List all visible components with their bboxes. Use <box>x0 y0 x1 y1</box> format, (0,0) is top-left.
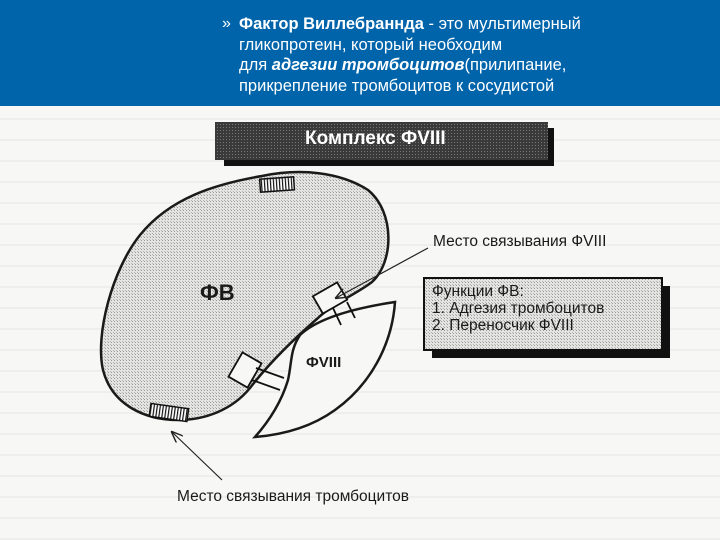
definition-term: Фактор Виллебраннда <box>239 15 424 33</box>
platelet-binding-site-label: Место связывания тромбоцитов <box>177 488 409 505</box>
definition-line-3: для адгезии тромбоцитов(прилипание, <box>239 56 567 74</box>
fviii-binding-site-lower <box>227 351 285 391</box>
definition-line-1: Фактор Виллебраннда - это мультимерный <box>239 15 581 33</box>
definition-emphasis: адгезии тромбоцитов <box>271 56 465 74</box>
functions-item-2: 2. Переносчик ФVIII <box>432 317 574 334</box>
header-banner: » Фактор Виллебраннда - это мультимерный… <box>0 0 720 106</box>
functions-box-frame <box>423 277 670 358</box>
fviii-molecule-shape <box>252 300 397 439</box>
platelet-binding-site-top <box>258 176 296 193</box>
vwf-molecule-shape <box>99 170 390 422</box>
functions-item-1: 1. Адгезия тромбоцитов <box>432 300 605 317</box>
platelet-binding-site-bottom <box>148 402 190 423</box>
diagram-title-bar <box>215 122 554 166</box>
fviii-label: ФVIII <box>306 354 342 371</box>
fviii-binding-site-label: Место связывания ФVIII <box>433 233 607 250</box>
definition-line-4: прикрепление тромбоцитов к сосудистой <box>239 76 555 95</box>
diagram-title: Комплекс ФVIII <box>305 128 446 149</box>
vwf-label: ФВ <box>200 280 235 305</box>
bullet-chevron-icon: » <box>222 15 231 32</box>
definition-line-2: гликопротеин, который необходим <box>239 35 503 54</box>
fviii-binding-arrow <box>336 247 429 298</box>
platelet-binding-arrow <box>172 432 223 481</box>
definition-text: » Фактор Виллебраннда - это мультимерный… <box>222 14 712 96</box>
functions-box: Функции ФВ: 1. Адгезия тромбоцитов 2. Пе… <box>432 283 604 334</box>
functions-box-title: Функции ФВ: <box>432 283 524 300</box>
